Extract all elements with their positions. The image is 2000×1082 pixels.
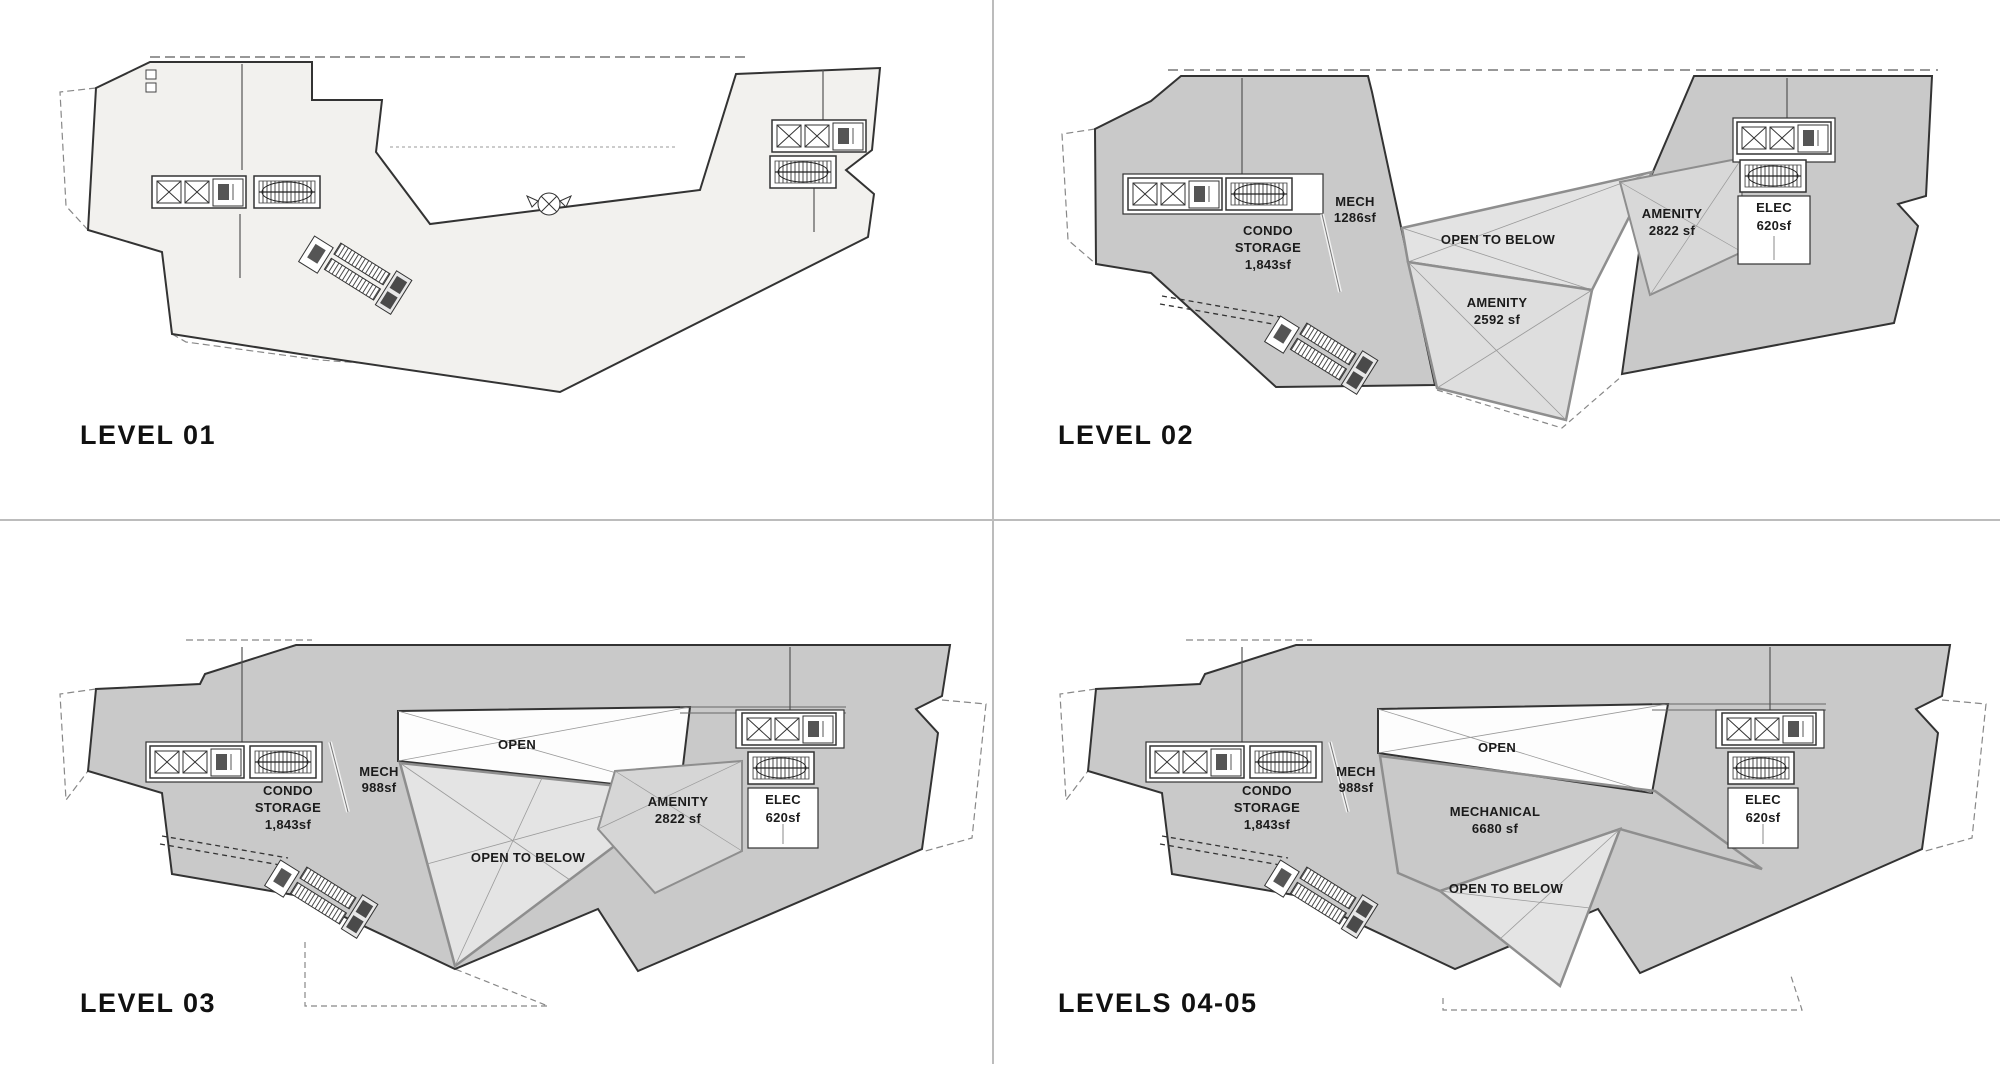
property-line-dashed — [1061, 128, 1097, 265]
room-label-amenity: AMENITY — [648, 794, 709, 809]
room-label-mech: 1286sf — [1334, 210, 1377, 225]
room-label-open-to-below: OPEN TO BELOW — [1441, 232, 1556, 247]
level-title-02: LEVEL 02 — [1058, 420, 1195, 450]
elevator-core-icon — [151, 175, 247, 209]
levels0405-open-to-below-zone — [1437, 826, 1623, 989]
room-label-condo-storage: CONDO — [263, 783, 313, 798]
level01-plan — [59, 56, 882, 394]
level-title-0405: LEVELS 04-05 — [1058, 988, 1258, 1018]
room-label-condo-storage: 1,843sf — [1244, 817, 1291, 832]
entry-detail — [145, 82, 157, 93]
stair-icon — [249, 745, 317, 779]
north-arrow-icon — [525, 192, 573, 216]
property-line-dashed — [171, 333, 433, 369]
room-label-mech: 988sf — [1339, 780, 1374, 795]
room-label-open-to-below: OPEN TO BELOW — [1449, 881, 1564, 896]
room-label-mech: MECH — [359, 764, 398, 779]
quadrant-divider-vertical — [992, 0, 994, 1064]
quadrant-divider-horizontal — [0, 519, 2000, 521]
room-label-elec: 620sf — [1746, 810, 1781, 825]
property-line-dashed — [59, 688, 97, 802]
room-label-elec: 620sf — [1757, 218, 1792, 233]
property-line-dashed — [1059, 688, 1097, 802]
level-title-01: LEVEL 01 — [80, 420, 217, 450]
stair-icon — [1249, 745, 1317, 779]
room-labels: CONDO STORAGE 1,843sf MECH 1286sf OPEN T… — [1235, 194, 1792, 327]
room-partition — [1329, 741, 1349, 813]
elevator-core-icon — [1127, 177, 1223, 211]
level03-plan: CONDO STORAGE 1,843sf MECH 988sf OPEN OP… — [59, 639, 987, 1007]
walkway-dashed — [1159, 295, 1287, 327]
property-line-dashed — [921, 699, 987, 853]
room-label-mech: MECH — [1336, 764, 1375, 779]
room-partition — [1321, 213, 1341, 293]
room-label-condo-storage: STORAGE — [1235, 240, 1301, 255]
property-line-dashed — [59, 87, 97, 231]
stair-icon — [747, 751, 815, 785]
room-label-condo-storage: CONDO — [1242, 783, 1292, 798]
elevator-core-icon — [741, 712, 837, 746]
room-label-mechanical: 6680 sf — [1472, 821, 1519, 836]
elevator-core-icon — [1736, 121, 1832, 155]
room-label-elec: ELEC — [1756, 200, 1792, 215]
level02-amenity-center-zone — [1406, 260, 1594, 422]
level02-open-to-below-zone — [1400, 170, 1655, 292]
walkway-dashed — [159, 835, 289, 867]
room-label-amenity-right: 2822 sf — [1649, 223, 1696, 238]
room-labels: CONDO STORAGE 1,843sf MECH 988sf OPEN OP… — [255, 737, 801, 865]
levels0405-plan: CONDO STORAGE 1,843sf MECH 988sf OPEN ME… — [1059, 639, 1987, 1011]
entry-detail — [145, 69, 157, 80]
level02-plan: CONDO STORAGE 1,843sf MECH 1286sf OPEN T… — [1061, 69, 1938, 429]
property-line-dashed — [304, 942, 549, 1007]
room-labels: CONDO STORAGE 1,843sf MECH 988sf OPEN ME… — [1234, 740, 1781, 896]
stair-icon — [1727, 751, 1795, 785]
property-line-dashed — [1921, 699, 1987, 853]
room-label-open-to-below: OPEN TO BELOW — [471, 850, 586, 865]
elevator-core-icon — [1721, 712, 1817, 746]
room-label-amenity: 2822 sf — [655, 811, 702, 826]
room-label-elec: ELEC — [765, 792, 801, 807]
level03-amenity-zone — [596, 759, 743, 895]
stair-icon — [253, 175, 321, 209]
room-label-open: OPEN — [1478, 740, 1516, 755]
stair-icon — [1739, 159, 1807, 193]
room-label-amenity-center: AMENITY — [1467, 295, 1528, 310]
room-label-condo-storage: 1,843sf — [1245, 257, 1292, 272]
room-label-amenity-right: AMENITY — [1642, 206, 1703, 221]
walkway-dashed — [1159, 835, 1289, 867]
room-label-condo-storage: STORAGE — [1234, 800, 1300, 815]
room-label-elec: ELEC — [1745, 792, 1781, 807]
level01-floor-plate — [86, 61, 882, 394]
room-label-mech: 988sf — [362, 780, 397, 795]
room-label-open: OPEN — [498, 737, 536, 752]
room-label-amenity-center: 2592 sf — [1474, 312, 1521, 327]
property-line-dashed — [1442, 972, 1803, 1011]
elevator-core-icon — [1149, 745, 1245, 779]
room-label-condo-storage: STORAGE — [255, 800, 321, 815]
room-label-mechanical: MECHANICAL — [1450, 804, 1540, 819]
elevator-core-icon — [149, 745, 245, 779]
room-partition — [329, 741, 349, 813]
room-label-elec: 620sf — [766, 810, 801, 825]
level02-west-floor-plate — [1093, 75, 1437, 389]
levels0405-open-zone — [1377, 702, 1670, 795]
room-label-condo-storage: CONDO — [1243, 223, 1293, 238]
property-line-dashed — [1436, 375, 1623, 429]
stair-icon — [769, 155, 837, 189]
level-title-03: LEVEL 03 — [80, 988, 217, 1018]
elevator-core-icon — [771, 119, 867, 153]
room-label-mech: MECH — [1335, 194, 1374, 209]
room-label-condo-storage: 1,843sf — [265, 817, 312, 832]
stair-icon — [1225, 177, 1293, 211]
